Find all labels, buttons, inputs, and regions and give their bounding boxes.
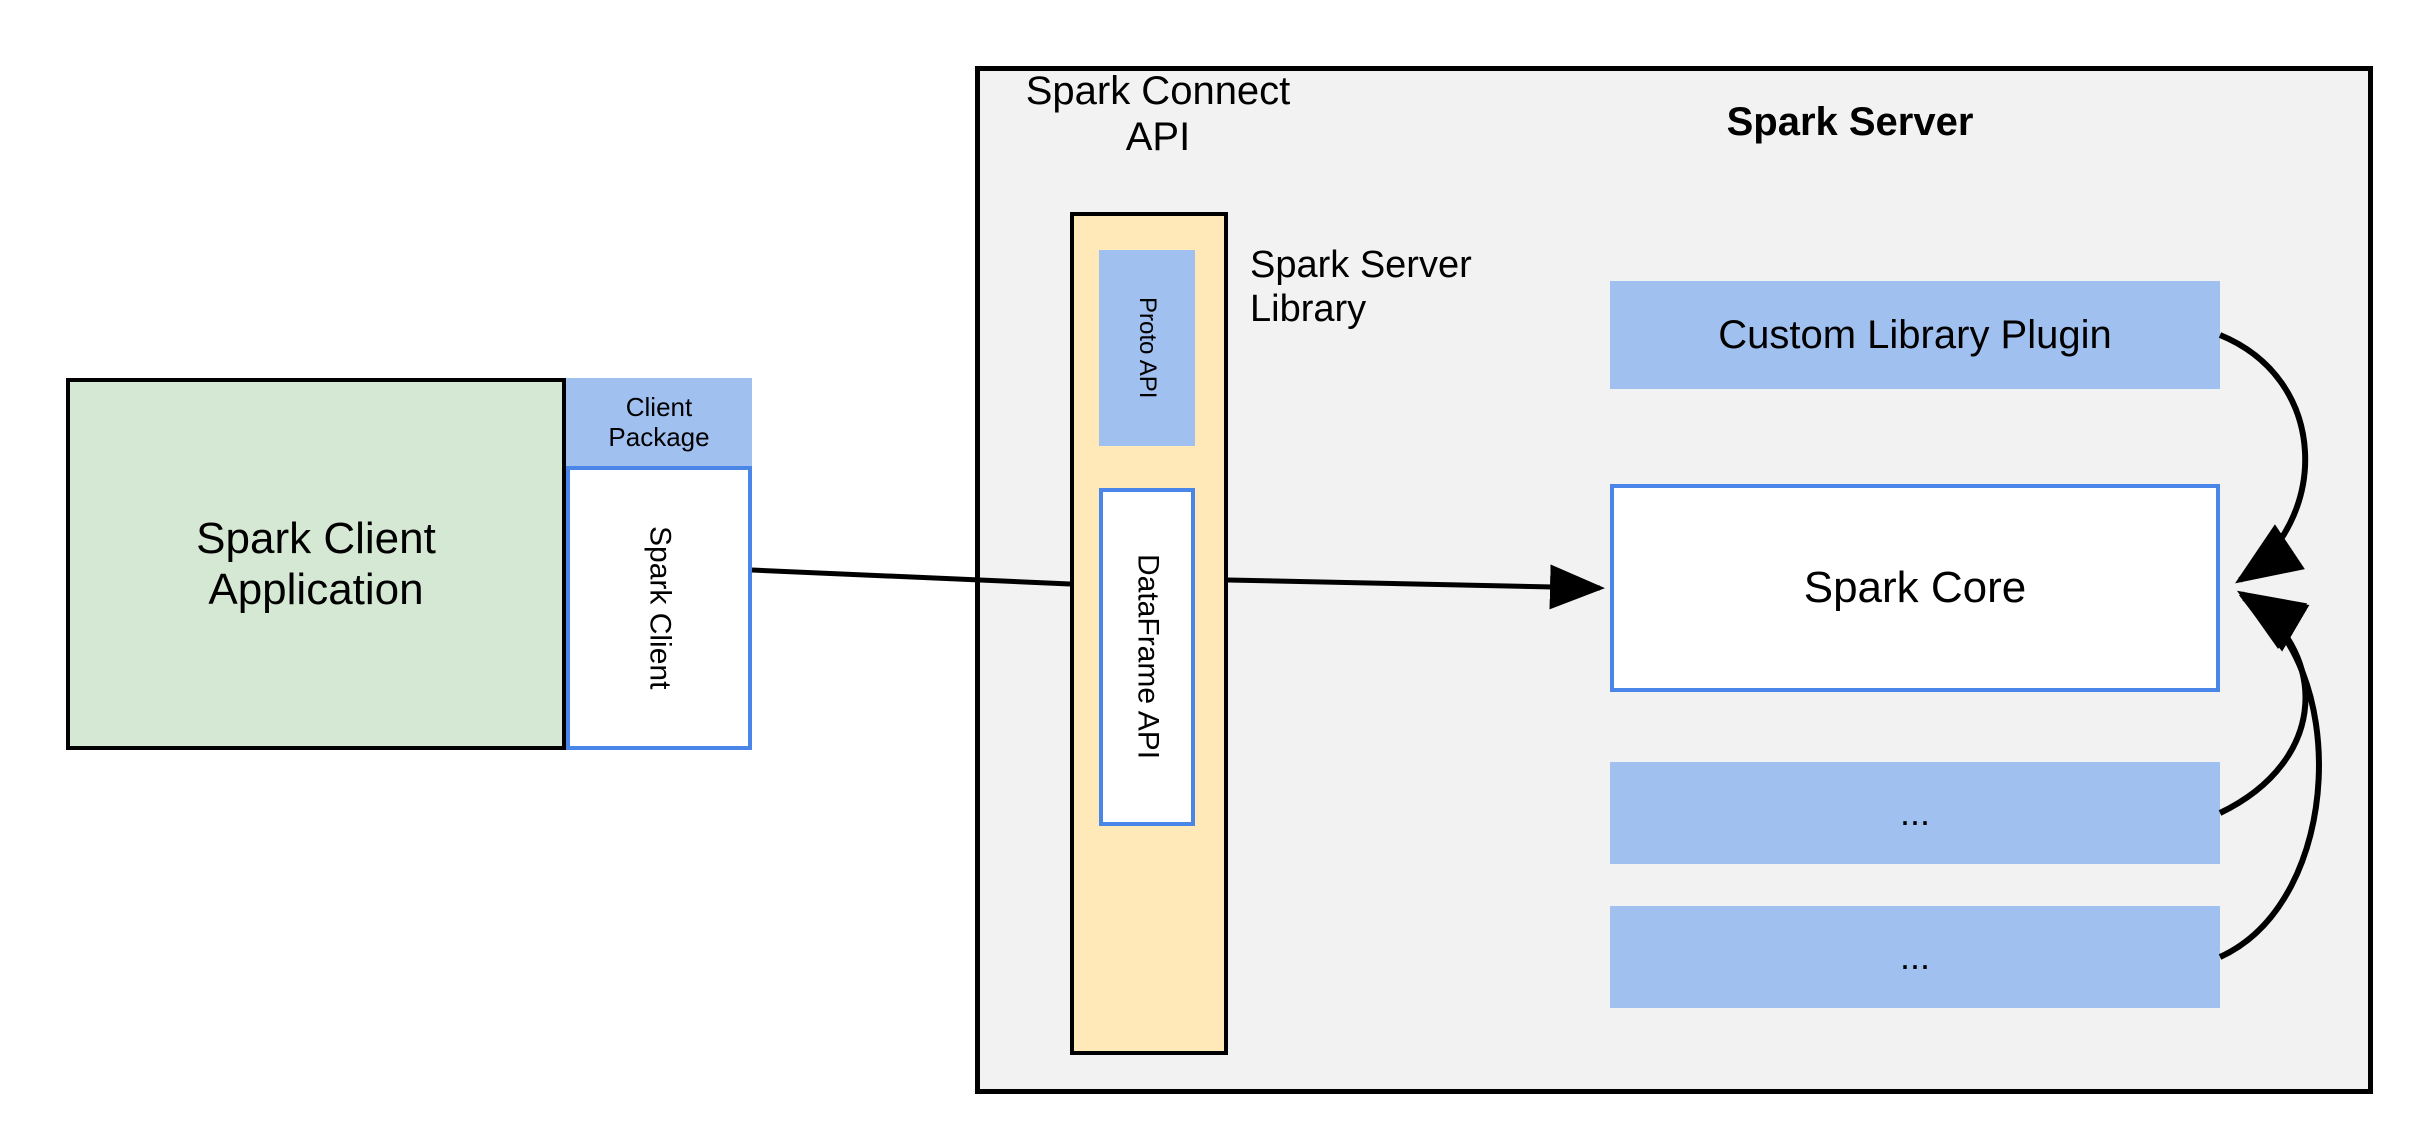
spark-core-label: Spark Core (1803, 563, 2027, 613)
ellipsis-box-2-label: ... (1899, 936, 1930, 978)
spark-server-library-label-line2: Library (1250, 288, 1367, 331)
ellipsis-box-2[interactable]: ... (1610, 906, 2220, 1008)
spark-server-title: Spark Server (1726, 99, 1974, 144)
ellipsis-box-1-label: ... (1899, 792, 1930, 834)
spark-core-box[interactable]: Spark Core (1610, 484, 2220, 692)
dataframe-api-box[interactable]: DataFrame API (1099, 488, 1195, 826)
spark-server-library-label: Spark Server Library (1250, 243, 1520, 353)
spark-connect-api-label-line2: API (1125, 115, 1191, 160)
spark-client-box[interactable]: Spark Client (566, 466, 752, 750)
spark-server-library-label-line1: Spark Server (1250, 244, 1472, 286)
spark-client-label: Spark Client (643, 526, 677, 690)
spark-client-application-label-line1: Spark Client (196, 513, 436, 563)
spark-connect-api-label-line1: Spark Connect (1025, 69, 1291, 113)
client-package-label-line2: Package (608, 422, 710, 452)
spark-connect-api-label: Spark Connect API (1013, 68, 1303, 178)
custom-library-plugin-label: Custom Library Plugin (1718, 312, 2112, 357)
custom-library-plugin-box[interactable]: Custom Library Plugin (1610, 281, 2220, 389)
ellipsis-box-1[interactable]: ... (1610, 762, 2220, 864)
proto-api-box[interactable]: Proto API (1099, 250, 1195, 446)
client-package-label-line1: Client (625, 391, 693, 422)
spark-client-application-box[interactable]: Spark Client Application (66, 378, 566, 750)
dataframe-api-label: DataFrame API (1131, 554, 1165, 760)
spark-client-application-label-line2: Application (208, 565, 424, 614)
client-package-box[interactable]: Client Package (566, 378, 752, 466)
proto-api-label: Proto API (1133, 297, 1161, 399)
